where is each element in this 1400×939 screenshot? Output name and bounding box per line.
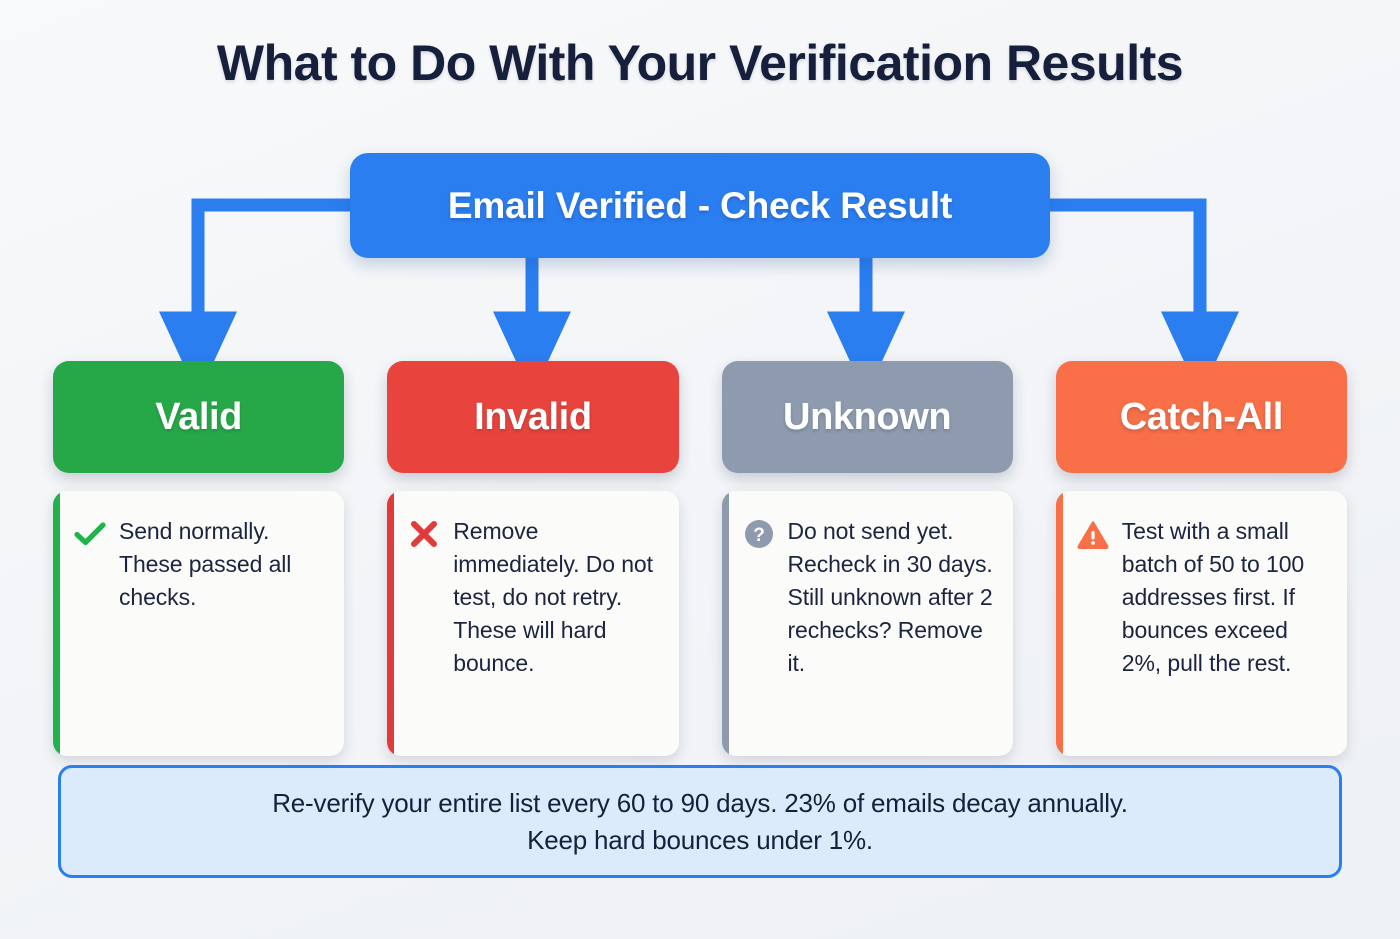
header-catch-all[interactable]: Catch-All: [1055, 361, 1347, 473]
result-columns: Valid Send normally. These passed all ch…: [53, 361, 1347, 756]
page-title: What to Do With Your Verification Result…: [216, 35, 1184, 91]
card-invalid: Remove immediately. Do not test, do not …: [387, 491, 679, 756]
svg-text:?: ?: [753, 525, 765, 546]
footer-line-1: Re-verify your entire list every 60 to 9…: [272, 787, 1128, 818]
card-accent-bar-valid: [53, 491, 60, 756]
header-unknown-label: Unknown: [783, 395, 952, 438]
footer-banner: Re-verify your entire list every 60 to 9…: [58, 765, 1342, 878]
header-unknown[interactable]: Unknown: [721, 361, 1013, 473]
column-invalid: Invalid Remove immediately. Do not test,…: [387, 361, 679, 756]
card-catch-all-text: Test with a small batch of 50 to 100 add…: [1121, 518, 1305, 676]
header-invalid-label: Invalid: [474, 395, 592, 438]
header-valid[interactable]: Valid: [53, 361, 345, 473]
card-invalid-text: Remove immediately. Do not test, do not …: [453, 518, 653, 676]
card-catch-all: Test with a small batch of 50 to 100 add…: [1055, 491, 1347, 756]
card-unknown: ? Do not send yet. Recheck in 30 days. S…: [721, 491, 1013, 756]
warning-triangle-icon: [1076, 517, 1110, 551]
header-valid-label: Valid: [155, 395, 242, 438]
root-node[interactable]: Email Verified - Check Result: [350, 153, 1050, 258]
connector-to-valid: [159, 198, 352, 396]
card-accent-bar-unknown: [721, 491, 729, 756]
check-icon: [73, 517, 107, 551]
card-valid: Send normally. These passed all checks.: [53, 491, 345, 756]
card-accent-bar-invalid: [387, 491, 395, 756]
column-catch-all: Catch-All Test with a small batch of 50 …: [1055, 361, 1347, 756]
cross-icon: [407, 517, 441, 551]
card-valid-text: Send normally. These passed all checks.: [119, 518, 292, 610]
connector-to-catch-all: [1048, 198, 1239, 396]
column-valid: Valid Send normally. These passed all ch…: [53, 361, 345, 756]
column-unknown: Unknown ? Do not send yet. Recheck in 30…: [721, 361, 1013, 756]
question-circle-icon: ?: [742, 517, 776, 551]
header-invalid[interactable]: Invalid: [387, 361, 679, 473]
root-node-label: Email Verified - Check Result: [447, 184, 953, 226]
header-catch-all-label: Catch-All: [1119, 395, 1284, 438]
footer-line-2: Keep hard bounces under 1%.: [527, 824, 873, 855]
card-accent-bar-catch-all: [1055, 491, 1063, 756]
card-unknown-text: Do not send yet. Recheck in 30 days. Sti…: [787, 518, 993, 676]
